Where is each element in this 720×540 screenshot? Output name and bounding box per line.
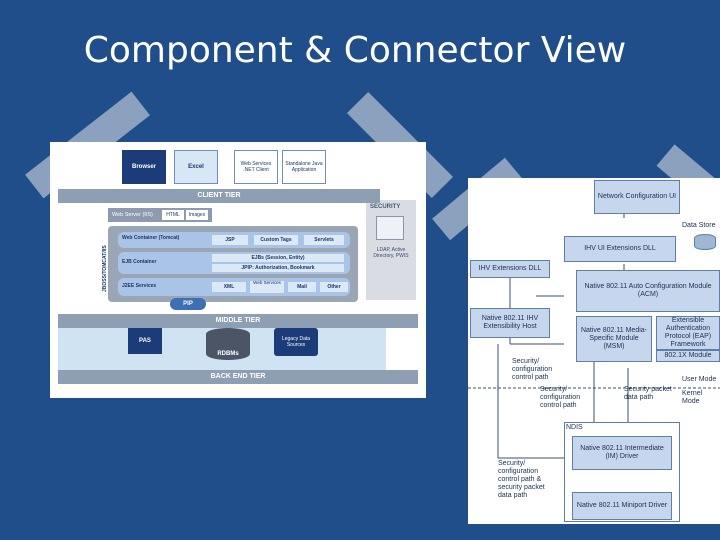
dot1x-box: 802.1X Module [656, 350, 720, 362]
ejbs-tag: EJBs (Session, Entity) [212, 254, 344, 262]
xml-tag: XML [212, 282, 246, 292]
security-panel: SECURITY LDAP, Active Directory, PWIS [366, 200, 416, 300]
legacy-sources-box: Legacy Data Sources [274, 328, 318, 356]
servlets-tag: Servlets [304, 235, 344, 245]
slide-title: Component & Connector View [83, 30, 627, 71]
images-tag: Images [186, 210, 208, 220]
ejb-container-band: EJB Container EJBs (Session, Entity) JPI… [118, 252, 350, 274]
browser-box: Browser [122, 150, 166, 184]
network-config-ui-box: Network Configuration UI [594, 180, 680, 214]
pip-badge: PIP [170, 298, 206, 310]
eap-box: Extensible Authentication Protocol (EAP)… [656, 316, 720, 350]
data-store-cylinder [694, 234, 716, 250]
web-container-band: Web Container (Tomcat) JSP Custom Tags S… [118, 232, 350, 248]
j2ee-services-label: J2EE Services [122, 283, 157, 289]
web-container-label: Web Container (Tomcat) [122, 235, 180, 241]
ejb-container-label: EJB Container [122, 259, 157, 265]
jboss-label: JBOSS/TOMCAT/IIS [102, 245, 108, 292]
ihv-ui-extensions-box: IHV UI Extensions DLL [564, 236, 676, 262]
html-tag: HTML [162, 210, 184, 220]
excel-box: Excel [174, 150, 218, 184]
ldap-label: LDAP, Active Directory, PWIS [373, 247, 409, 259]
im-driver-box: Native 802.11 Intermediate (IM) Driver [572, 436, 672, 470]
web-services-client-box: Web Services .NET Client [234, 150, 278, 184]
lock-icon [376, 216, 404, 240]
sec-config-path-1: Security/ configuration control path [512, 358, 553, 382]
jsp-tag: JSP [212, 235, 248, 245]
custom-tags-tag: Custom Tags [254, 235, 298, 245]
client-tier-band: CLIENT TIER [58, 189, 380, 203]
j2ee-services-band: J2EE Services XML Web Services Mail Othe… [118, 278, 350, 296]
user-mode-label: User Mode [682, 376, 717, 383]
ihv-host-box: Native 802.11 IHV Extensibility Host [470, 308, 550, 338]
security-label: SECURITY [370, 204, 401, 210]
back-end-tier-band: BACK END TIER [58, 370, 418, 384]
msm-box: Native 802.11 Media-Specific Module (MSM… [576, 316, 652, 362]
ndis-label: NDIS [566, 424, 583, 431]
ihv-extensions-dll-box: IHV Extensions DLL [470, 260, 550, 278]
pas-box: PAS [128, 328, 162, 354]
acm-box: Native 802.11 Auto Configuration Module … [576, 270, 720, 312]
kernel-mode-label: Kernel Mode [682, 390, 703, 406]
other-tag: Other [320, 282, 348, 292]
standalone-app-box: Standalone Java Application [282, 150, 326, 184]
wlan-architecture-diagram: Network Configuration UI Data Store IHV … [468, 178, 720, 524]
web-services-tag: Web Services [250, 280, 284, 293]
sec-packet-path: Security packet data path [624, 386, 672, 402]
web-server-label: Web Server (IIS) [112, 212, 153, 218]
middle-tier-band: MIDDLE TIER [58, 314, 418, 328]
sec-config-path-3: Security/ configuration control path & s… [498, 460, 545, 500]
mail-tag: Mail [288, 282, 316, 292]
sec-config-path-2: Security/ configuration control path [540, 386, 581, 410]
rdbms-label: RDBMs [217, 351, 239, 357]
data-store-label: Data Store [682, 222, 716, 229]
rdbms-cylinder: RDBMs [206, 328, 250, 360]
miniport-driver-box: Native 802.11 Miniport Driver [572, 492, 672, 520]
architecture-diagram: SECURITY LDAP, Active Directory, PWIS Br… [50, 142, 426, 398]
jpip-tag: JPIP: Authorization, Bookmark [212, 264, 344, 272]
